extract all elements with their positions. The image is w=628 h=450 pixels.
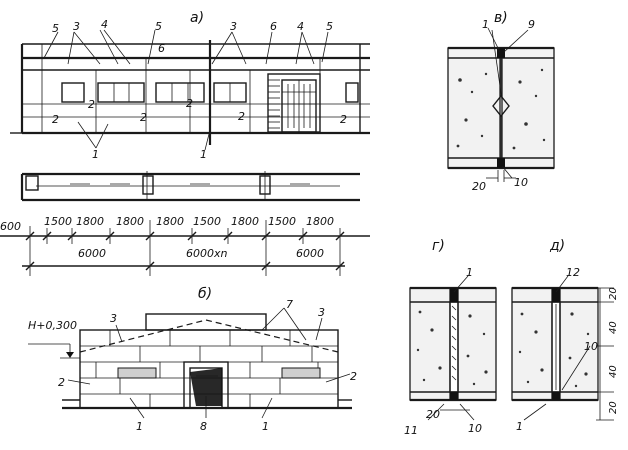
callout-g-11: 11 <box>404 424 418 437</box>
callout-b-7: 7 <box>286 298 293 311</box>
callout-a-2-3: 2 <box>140 111 147 124</box>
callout-b-8: 8 <box>200 420 207 433</box>
callout-d-12: 12 <box>566 266 580 279</box>
facade-a-dimension-labels: 600 1500 1800 1800 1800 1500 1800 1500 1… <box>0 215 334 260</box>
dim-1800-2: 1800 <box>116 215 144 228</box>
callout-g-10: 10 <box>468 422 482 435</box>
dim-1800-1: 1800 <box>76 215 104 228</box>
callout-a-2-6: 2 <box>340 113 347 126</box>
callout-v-1: 1 <box>482 18 489 31</box>
callout-a-5-right: 5 <box>326 20 333 33</box>
facade-b-leaders <box>67 307 351 419</box>
dim-d-40-lower: 40 <box>608 365 619 378</box>
callout-b-3-left: 3 <box>110 312 117 325</box>
figure-label-g: г) <box>432 238 445 254</box>
callout-a-5-mid: 5 <box>155 20 162 33</box>
dim-1500-2: 1500 <box>193 215 221 228</box>
figure-label-b: б) <box>198 286 212 302</box>
callout-v-10: 10 <box>514 176 528 189</box>
dim-1800-5: 1800 <box>306 215 334 228</box>
callout-b-3-right: 3 <box>318 306 325 319</box>
callout-a-5-left: 5 <box>52 22 59 35</box>
callout-a-4-right: 4 <box>297 20 304 33</box>
facade-a-dimensions <box>0 220 370 276</box>
callout-v-20: 20 <box>472 180 486 193</box>
dim-1500-3: 1500 <box>268 215 296 228</box>
facade-a-leaders <box>43 29 329 151</box>
callout-g-20: 20 <box>426 408 440 421</box>
callout-b-1-left: 1 <box>136 420 143 433</box>
callout-a-3-right: 3 <box>230 20 237 33</box>
callout-d-10: 10 <box>584 340 598 353</box>
callout-b-2-left: 2 <box>58 376 65 389</box>
section-d <box>511 275 614 421</box>
callout-g-1: 1 <box>466 266 473 279</box>
figure-label-a: а) <box>190 10 204 26</box>
callout-v-9: 9 <box>528 18 535 31</box>
facade-a-elevation <box>10 40 370 145</box>
facade-b-elevation <box>62 313 352 410</box>
dim-d-20-top: 20 <box>608 287 619 300</box>
dim-d-40-upper: 40 <box>608 321 619 334</box>
callout-a-2-1: 2 <box>52 113 59 126</box>
callout-d-1: 1 <box>516 420 523 433</box>
callout-a-2-2: 2 <box>88 98 95 111</box>
section-g <box>409 275 497 421</box>
figure-label-d: д) <box>549 238 565 254</box>
dim-1500-1: 1500 <box>44 215 72 228</box>
facade-b-callouts: 3 7 3 2 2 1 8 1 <box>58 298 357 433</box>
callout-a-6-mid: 6 <box>158 42 165 55</box>
dim-1800-4: 1800 <box>231 215 259 228</box>
facade-a-plan <box>20 171 360 202</box>
callout-a-3-left: 3 <box>73 20 80 33</box>
callout-a-2-5: 2 <box>238 110 245 123</box>
callout-a-1-right: 1 <box>200 148 207 161</box>
callout-a-4-left: 4 <box>101 18 108 31</box>
figure-label-v: в) <box>494 10 508 26</box>
level-mark <box>28 343 80 359</box>
section-v <box>447 27 555 182</box>
dim-6000-1: 6000 <box>78 247 106 260</box>
callout-a-6-right: 6 <box>270 20 277 33</box>
facade-a-callouts: 5 3 4 5 3 4 5 6 6 2 2 2 2 2 2 1 1 <box>52 18 347 161</box>
level-mark-label: Н+0,300 <box>28 319 77 332</box>
dim-6000-2: 6000 <box>296 247 324 260</box>
callout-b-2-right: 2 <box>350 370 357 383</box>
callout-b-1-right: 1 <box>262 420 269 433</box>
dim-1800-3: 1800 <box>156 215 184 228</box>
dim-d-20-bottom: 20 <box>608 401 619 414</box>
dim-600: 600 <box>0 220 21 233</box>
callout-a-2-4: 2 <box>186 97 193 110</box>
dim-6000xn: 6000хn <box>186 247 228 260</box>
callout-a-1-left: 1 <box>92 148 99 161</box>
